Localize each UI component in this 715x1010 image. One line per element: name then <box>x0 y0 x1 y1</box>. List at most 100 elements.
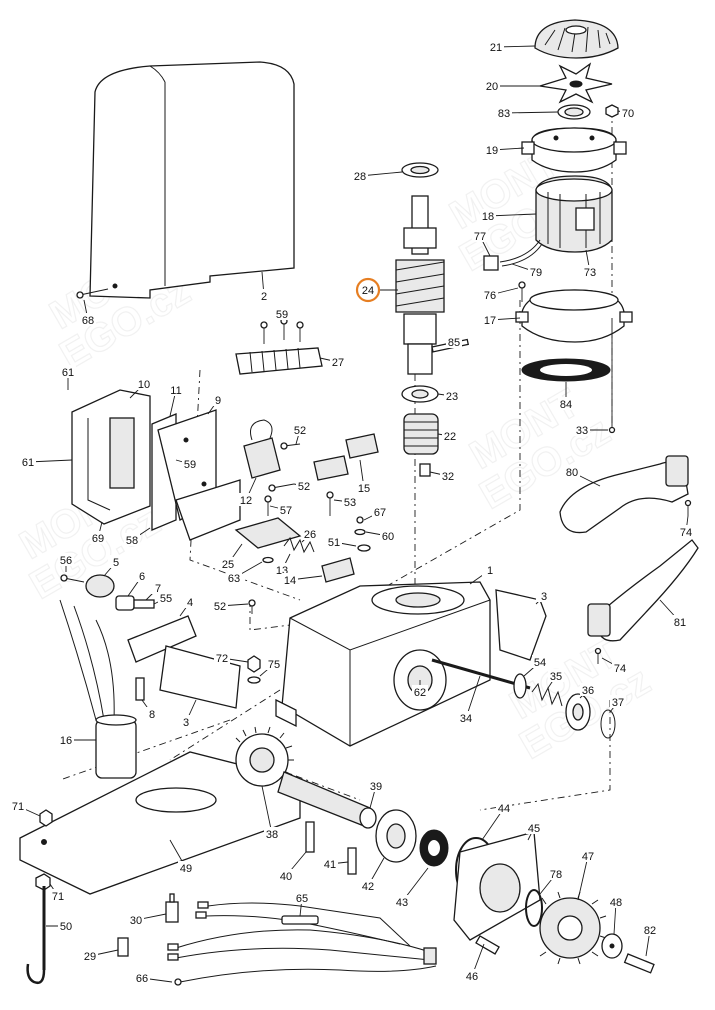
part-label-34: 34 <box>460 713 472 725</box>
screw-part-57 <box>264 495 272 516</box>
label-background <box>182 457 198 470</box>
leader-line <box>261 785 273 835</box>
part-label-41: 41 <box>324 859 336 871</box>
label-background <box>608 895 624 908</box>
part-label-61a: 61 <box>62 367 74 379</box>
label-background <box>158 591 174 604</box>
label-background <box>472 229 488 242</box>
bearing-part-83 <box>557 104 591 120</box>
part-label-42: 42 <box>362 881 374 893</box>
label-background <box>264 827 280 840</box>
part-label-17: 17 <box>484 315 496 327</box>
part-label-30: 30 <box>130 915 142 927</box>
part-label-48: 48 <box>610 897 622 909</box>
label-background <box>444 389 460 402</box>
pin-part-40 <box>305 821 315 853</box>
part-label-29: 29 <box>84 951 96 963</box>
gearbox-housing-part-1 <box>275 581 491 747</box>
part-label-22: 22 <box>444 431 456 443</box>
base-plate-part-49 <box>19 751 301 895</box>
part-label-59b: 59 <box>184 459 196 471</box>
part-label-56: 56 <box>60 555 72 567</box>
label-background <box>20 455 36 468</box>
handle-part-4 <box>127 615 197 663</box>
ring-parts-67-60-51 <box>354 516 371 552</box>
part-label-63: 63 <box>228 573 240 585</box>
ring-terminal-part-66 <box>174 978 182 986</box>
label-background <box>292 423 308 436</box>
label-background <box>356 481 372 494</box>
part-label-36: 36 <box>582 685 594 697</box>
label-background <box>294 891 310 904</box>
part-label-44: 44 <box>498 803 510 815</box>
screws-part-74 <box>594 499 692 664</box>
part-label-78: 78 <box>550 869 562 881</box>
part-label-85: 85 <box>448 337 460 349</box>
label-background <box>482 288 498 301</box>
part-label-28: 28 <box>354 171 366 183</box>
part-label-71b: 71 <box>52 891 64 903</box>
label-background <box>50 889 66 902</box>
label-background <box>574 423 590 436</box>
label-background <box>282 573 298 586</box>
label-background <box>238 493 254 506</box>
label-background <box>136 377 152 390</box>
knob-part-5 <box>85 574 115 598</box>
box-part-10 <box>71 389 151 525</box>
label-background <box>296 479 312 492</box>
part-label-23: 23 <box>446 391 458 403</box>
part-label-69: 69 <box>92 533 104 545</box>
part-label-4: 4 <box>187 597 193 609</box>
nut-washer-parts-72-75 <box>247 655 261 684</box>
screw-part-76 <box>518 281 526 302</box>
part-label-33: 33 <box>576 425 588 437</box>
cable-part-79 <box>483 239 543 271</box>
wiring-harness-part-65 <box>167 901 437 983</box>
part-label-37: 37 <box>612 697 624 709</box>
part-label-66: 66 <box>136 973 148 985</box>
part-label-76: 76 <box>484 290 496 302</box>
label-background <box>442 429 458 442</box>
screw-part-46 <box>475 935 500 955</box>
label-background <box>326 535 342 548</box>
label-background <box>440 469 456 482</box>
label-background <box>256 289 272 302</box>
label-background <box>496 106 512 119</box>
part-label-51: 51 <box>328 537 340 549</box>
part-label-52b: 52 <box>298 481 310 493</box>
label-background <box>458 711 474 724</box>
label-background <box>480 209 496 222</box>
label-background <box>144 707 160 720</box>
label-background <box>274 307 290 320</box>
hub-part-42 <box>375 809 417 863</box>
label-background <box>536 589 552 602</box>
stator-part-18 <box>535 175 613 253</box>
part-label-39: 39 <box>370 781 382 793</box>
pin-part-32 <box>419 463 431 477</box>
label-background <box>108 555 124 568</box>
microswitch-part-15 <box>313 433 379 481</box>
part-label-71a: 71 <box>12 801 24 813</box>
label-background <box>372 505 388 518</box>
label-background <box>672 615 688 628</box>
label-background <box>484 143 500 156</box>
part-label-3b: 3 <box>183 717 189 729</box>
label-background <box>496 801 512 814</box>
label-background <box>60 365 76 378</box>
label-background <box>580 849 596 862</box>
label-background <box>446 335 462 348</box>
worm-shaft-part-24 <box>395 195 445 375</box>
cover-part-2 <box>89 61 295 299</box>
part-label-82: 82 <box>644 925 656 937</box>
label-background <box>642 923 658 936</box>
capacitor-part-16 <box>59 599 137 779</box>
part-label-7: 7 <box>155 583 161 595</box>
oring-part-78 <box>525 889 543 927</box>
bearing-part-28 <box>401 162 439 178</box>
lever-part-81 <box>587 539 699 642</box>
part-label-3a: 3 <box>541 591 547 603</box>
part-label-45: 45 <box>528 823 540 835</box>
part-label-26: 26 <box>304 529 316 541</box>
label-background <box>212 599 228 612</box>
label-background <box>352 169 368 182</box>
